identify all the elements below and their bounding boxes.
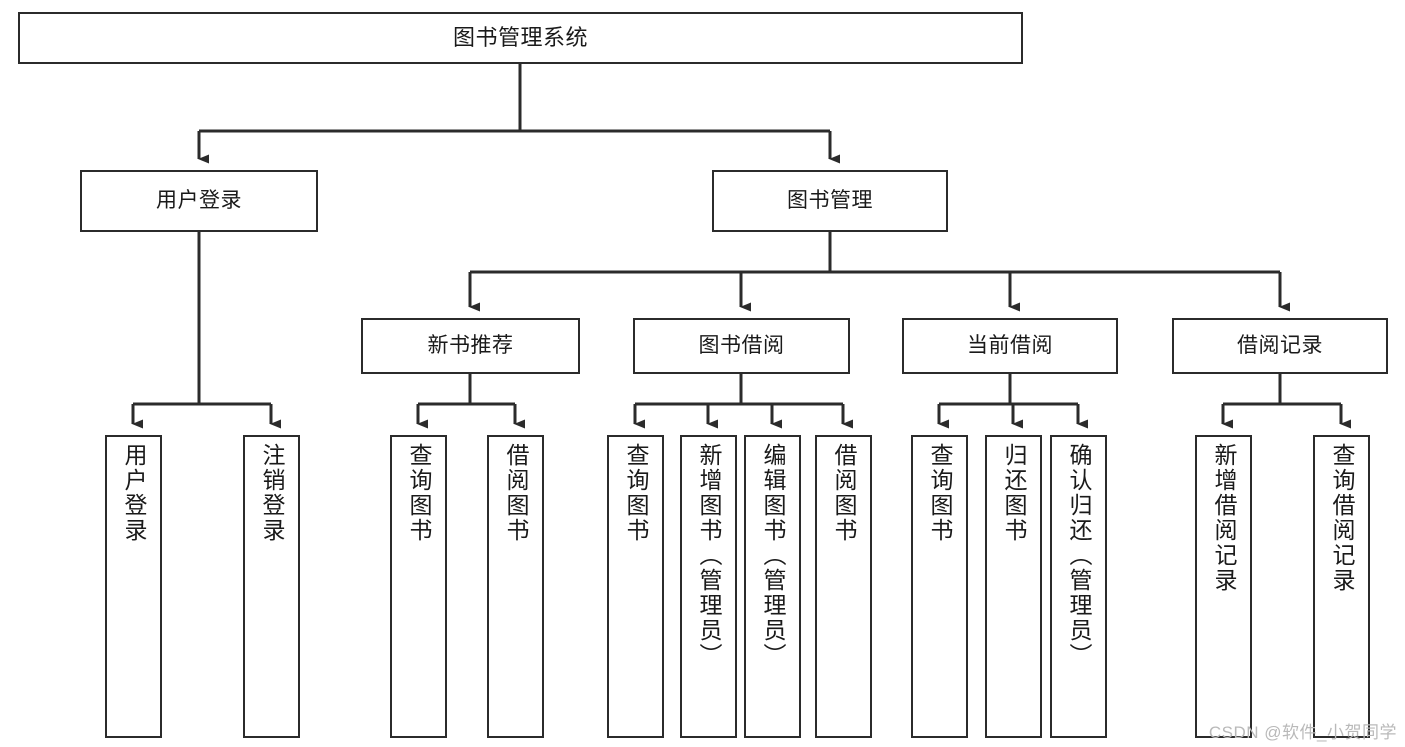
watermark-text: CSDN @软件_小贺同学 <box>1208 723 1397 742</box>
node-root[interactable]: 图书管理系统 <box>18 12 1023 64</box>
node-user-login-label: 用户登录 <box>156 189 242 213</box>
node-borrow-record-label: 借阅记录 <box>1237 334 1323 358</box>
node-leaf-logout[interactable]: 注销登录 <box>243 435 300 738</box>
node-leaf-return-book-label: 归还图书 <box>1001 443 1027 543</box>
node-leaf-return-book[interactable]: 归还图书 <box>985 435 1042 738</box>
node-leaf-edit-book-label: 编辑图书（管理员） <box>760 443 786 668</box>
node-new-book-recommendation-label: 新书推荐 <box>427 334 514 358</box>
node-leaf-user-login-label: 用户登录 <box>121 443 147 543</box>
node-leaf-edit-book[interactable]: 编辑图书（管理员） <box>744 435 801 738</box>
node-leaf-logout-label: 注销登录 <box>259 443 285 543</box>
node-current-borrow[interactable]: 当前借阅 <box>902 318 1118 374</box>
node-leaf-add-book[interactable]: 新增图书（管理员） <box>680 435 737 738</box>
node-book-borrow-label: 图书借阅 <box>698 334 785 358</box>
node-user-login[interactable]: 用户登录 <box>80 170 318 232</box>
node-leaf-query-book-3-label: 查询图书 <box>927 443 953 543</box>
node-leaf-confirm-return-label: 确认归还（管理员） <box>1066 443 1092 668</box>
node-leaf-query-book-1-label: 查询图书 <box>406 443 432 543</box>
node-leaf-add-borrow-record-label: 新增借阅记录 <box>1211 443 1237 593</box>
node-leaf-query-book-1[interactable]: 查询图书 <box>390 435 447 738</box>
node-leaf-query-book-2-label: 查询图书 <box>623 443 649 543</box>
node-book-borrow[interactable]: 图书借阅 <box>633 318 850 374</box>
node-leaf-borrow-book-2[interactable]: 借阅图书 <box>815 435 872 738</box>
node-root-label: 图书管理系统 <box>452 24 588 50</box>
node-book-manage[interactable]: 图书管理 <box>712 170 948 232</box>
node-borrow-record[interactable]: 借阅记录 <box>1172 318 1388 374</box>
node-leaf-user-login[interactable]: 用户登录 <box>105 435 162 738</box>
node-leaf-query-book-3[interactable]: 查询图书 <box>911 435 968 738</box>
node-leaf-add-borrow-record[interactable]: 新增借阅记录 <box>1195 435 1252 738</box>
node-leaf-borrow-book-1[interactable]: 借阅图书 <box>487 435 544 738</box>
node-leaf-add-book-label: 新增图书（管理员） <box>696 443 722 668</box>
node-leaf-query-borrow-record[interactable]: 查询借阅记录 <box>1313 435 1370 738</box>
node-leaf-borrow-book-1-label: 借阅图书 <box>503 443 529 543</box>
node-book-manage-label: 图书管理 <box>787 189 873 213</box>
node-leaf-confirm-return[interactable]: 确认归还（管理员） <box>1050 435 1107 738</box>
node-leaf-query-borrow-record-label: 查询借阅记录 <box>1329 443 1355 593</box>
node-current-borrow-label: 当前借阅 <box>967 334 1053 358</box>
node-leaf-query-book-2[interactable]: 查询图书 <box>607 435 664 738</box>
node-new-book-recommendation[interactable]: 新书推荐 <box>361 318 580 374</box>
node-leaf-borrow-book-2-label: 借阅图书 <box>831 443 857 543</box>
